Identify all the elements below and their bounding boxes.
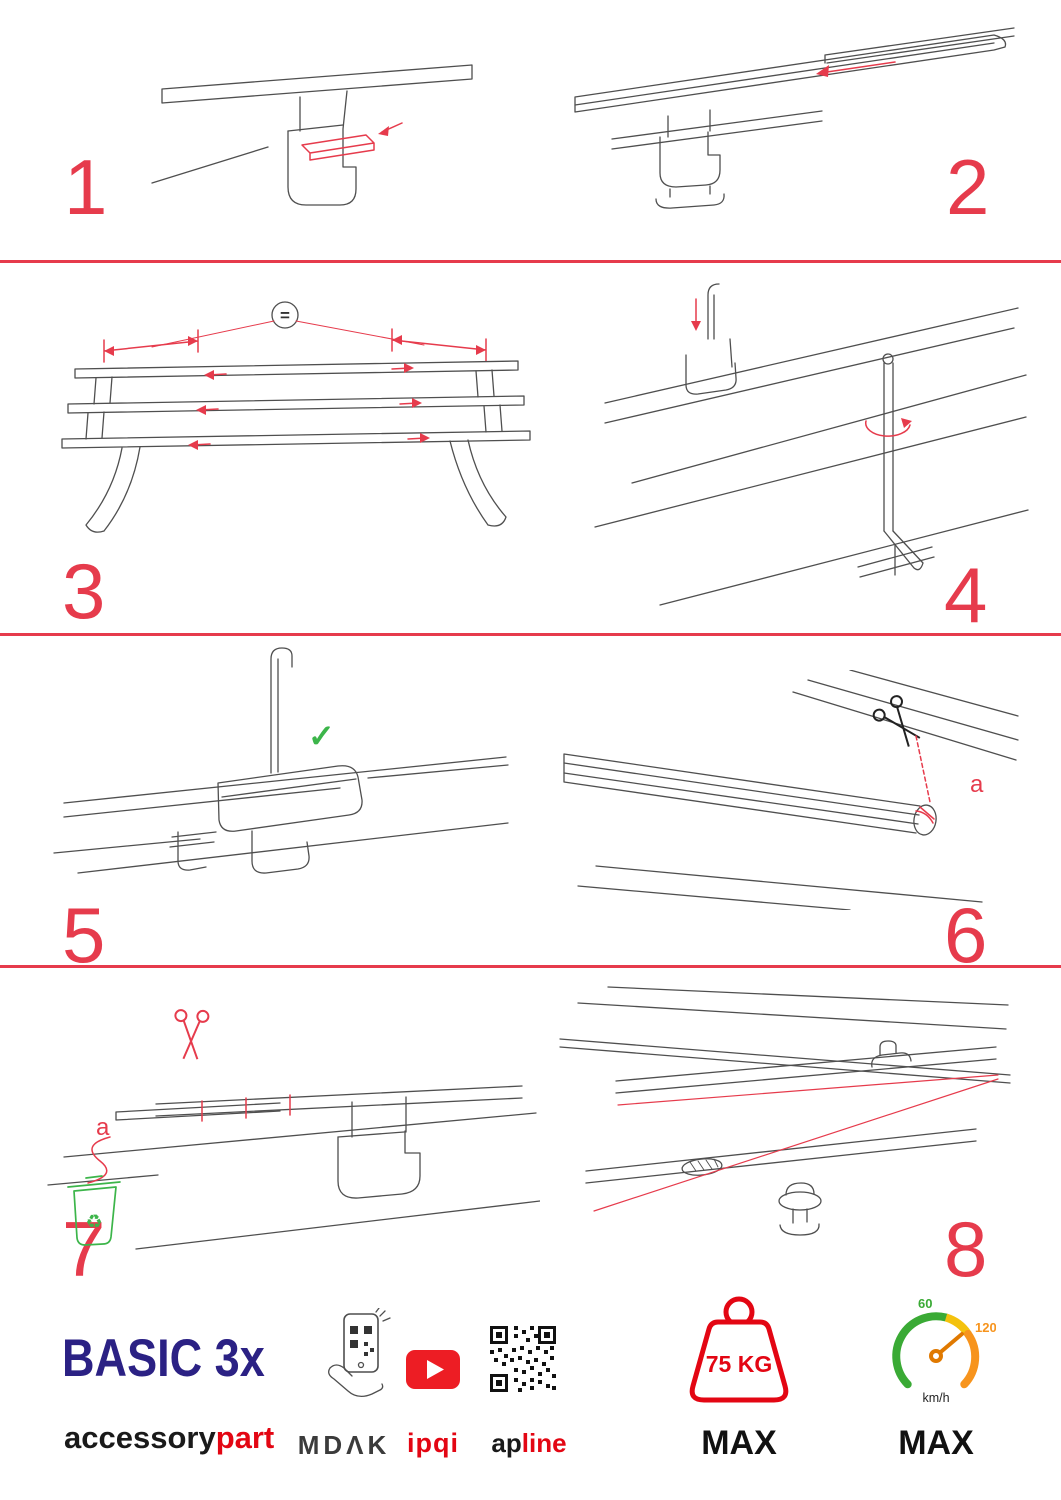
speed-60-label: 60 (918, 1296, 932, 1311)
allen-key (882, 353, 924, 571)
scissors-icon (872, 695, 921, 747)
step-2-illustration (574, 27, 1015, 209)
speed-120-label: 120 (975, 1320, 996, 1335)
step-4-number: 4 (944, 551, 988, 639)
slide-direction-arrow (816, 61, 896, 77)
step-5-illustration: ✓ (53, 647, 509, 874)
equal-spacing-badge: = (271, 301, 299, 329)
apline-logo-black: ap (491, 1428, 522, 1458)
brand-wordmark-red: part (215, 1420, 275, 1455)
speed-max-label: MAX (898, 1424, 974, 1462)
step-6-number: 6 (944, 891, 988, 979)
section-divider (0, 260, 1061, 263)
scan-phone-icon (328, 1308, 391, 1398)
right-dimension-arrows (391, 328, 487, 362)
max-weight-icon: 75 KG (689, 1296, 789, 1403)
insert-pin-arrow (691, 298, 701, 331)
mdak-logo: MDΛK (297, 1430, 391, 1460)
step-4-illustration (594, 283, 1029, 606)
weight-max-label: MAX (701, 1424, 777, 1462)
section-divider (0, 965, 1061, 968)
step-6-illustration: a (563, 670, 1019, 910)
step-7-number: 7 (62, 1205, 106, 1293)
trash-icon: ♻ (67, 1175, 121, 1246)
adjust-arrows (188, 363, 430, 450)
left-dimension-arrows (103, 329, 199, 363)
t-bolt-knob (778, 1182, 822, 1236)
step-3-number: 3 (62, 547, 106, 635)
rotate-arrow (865, 418, 912, 437)
step-1-illustration (151, 64, 473, 206)
qr-code-icon (490, 1326, 556, 1392)
step-8-illustration (559, 986, 1011, 1236)
youtube-icon (406, 1350, 460, 1389)
svg-text:=: = (280, 306, 290, 325)
scissors-icon (174, 1009, 210, 1060)
cut-point-label: a (96, 1114, 110, 1141)
speedometer-icon: 60 120 km/h (892, 1296, 996, 1405)
apline-logo-red: line (521, 1428, 567, 1458)
ipqi-logo: ipqi (407, 1428, 459, 1458)
rubber-pad-highlight (301, 122, 403, 161)
cut-point-label: a (970, 771, 984, 798)
recycle-icon: ♻ (85, 1212, 102, 1233)
step-3-illustration: = (61, 301, 531, 533)
section-divider (0, 633, 1061, 636)
step-7-illustration: a ♻ (47, 1009, 540, 1250)
step-8-number: 8 (944, 1205, 988, 1293)
step-1-number: 1 (64, 143, 108, 231)
weight-limit-value: 75 KG (706, 1351, 772, 1377)
product-name: BASIC 3x (62, 1329, 265, 1388)
step-5-number: 5 (62, 891, 106, 979)
check-icon: ✓ (308, 718, 335, 754)
apline-logo: apline (484, 1428, 574, 1459)
step-2-number: 2 (946, 143, 990, 231)
brand-wordmark-black: accessory (64, 1420, 216, 1455)
brand-wordmark: accessorypart (64, 1420, 274, 1456)
speed-unit-label: km/h (922, 1391, 949, 1405)
